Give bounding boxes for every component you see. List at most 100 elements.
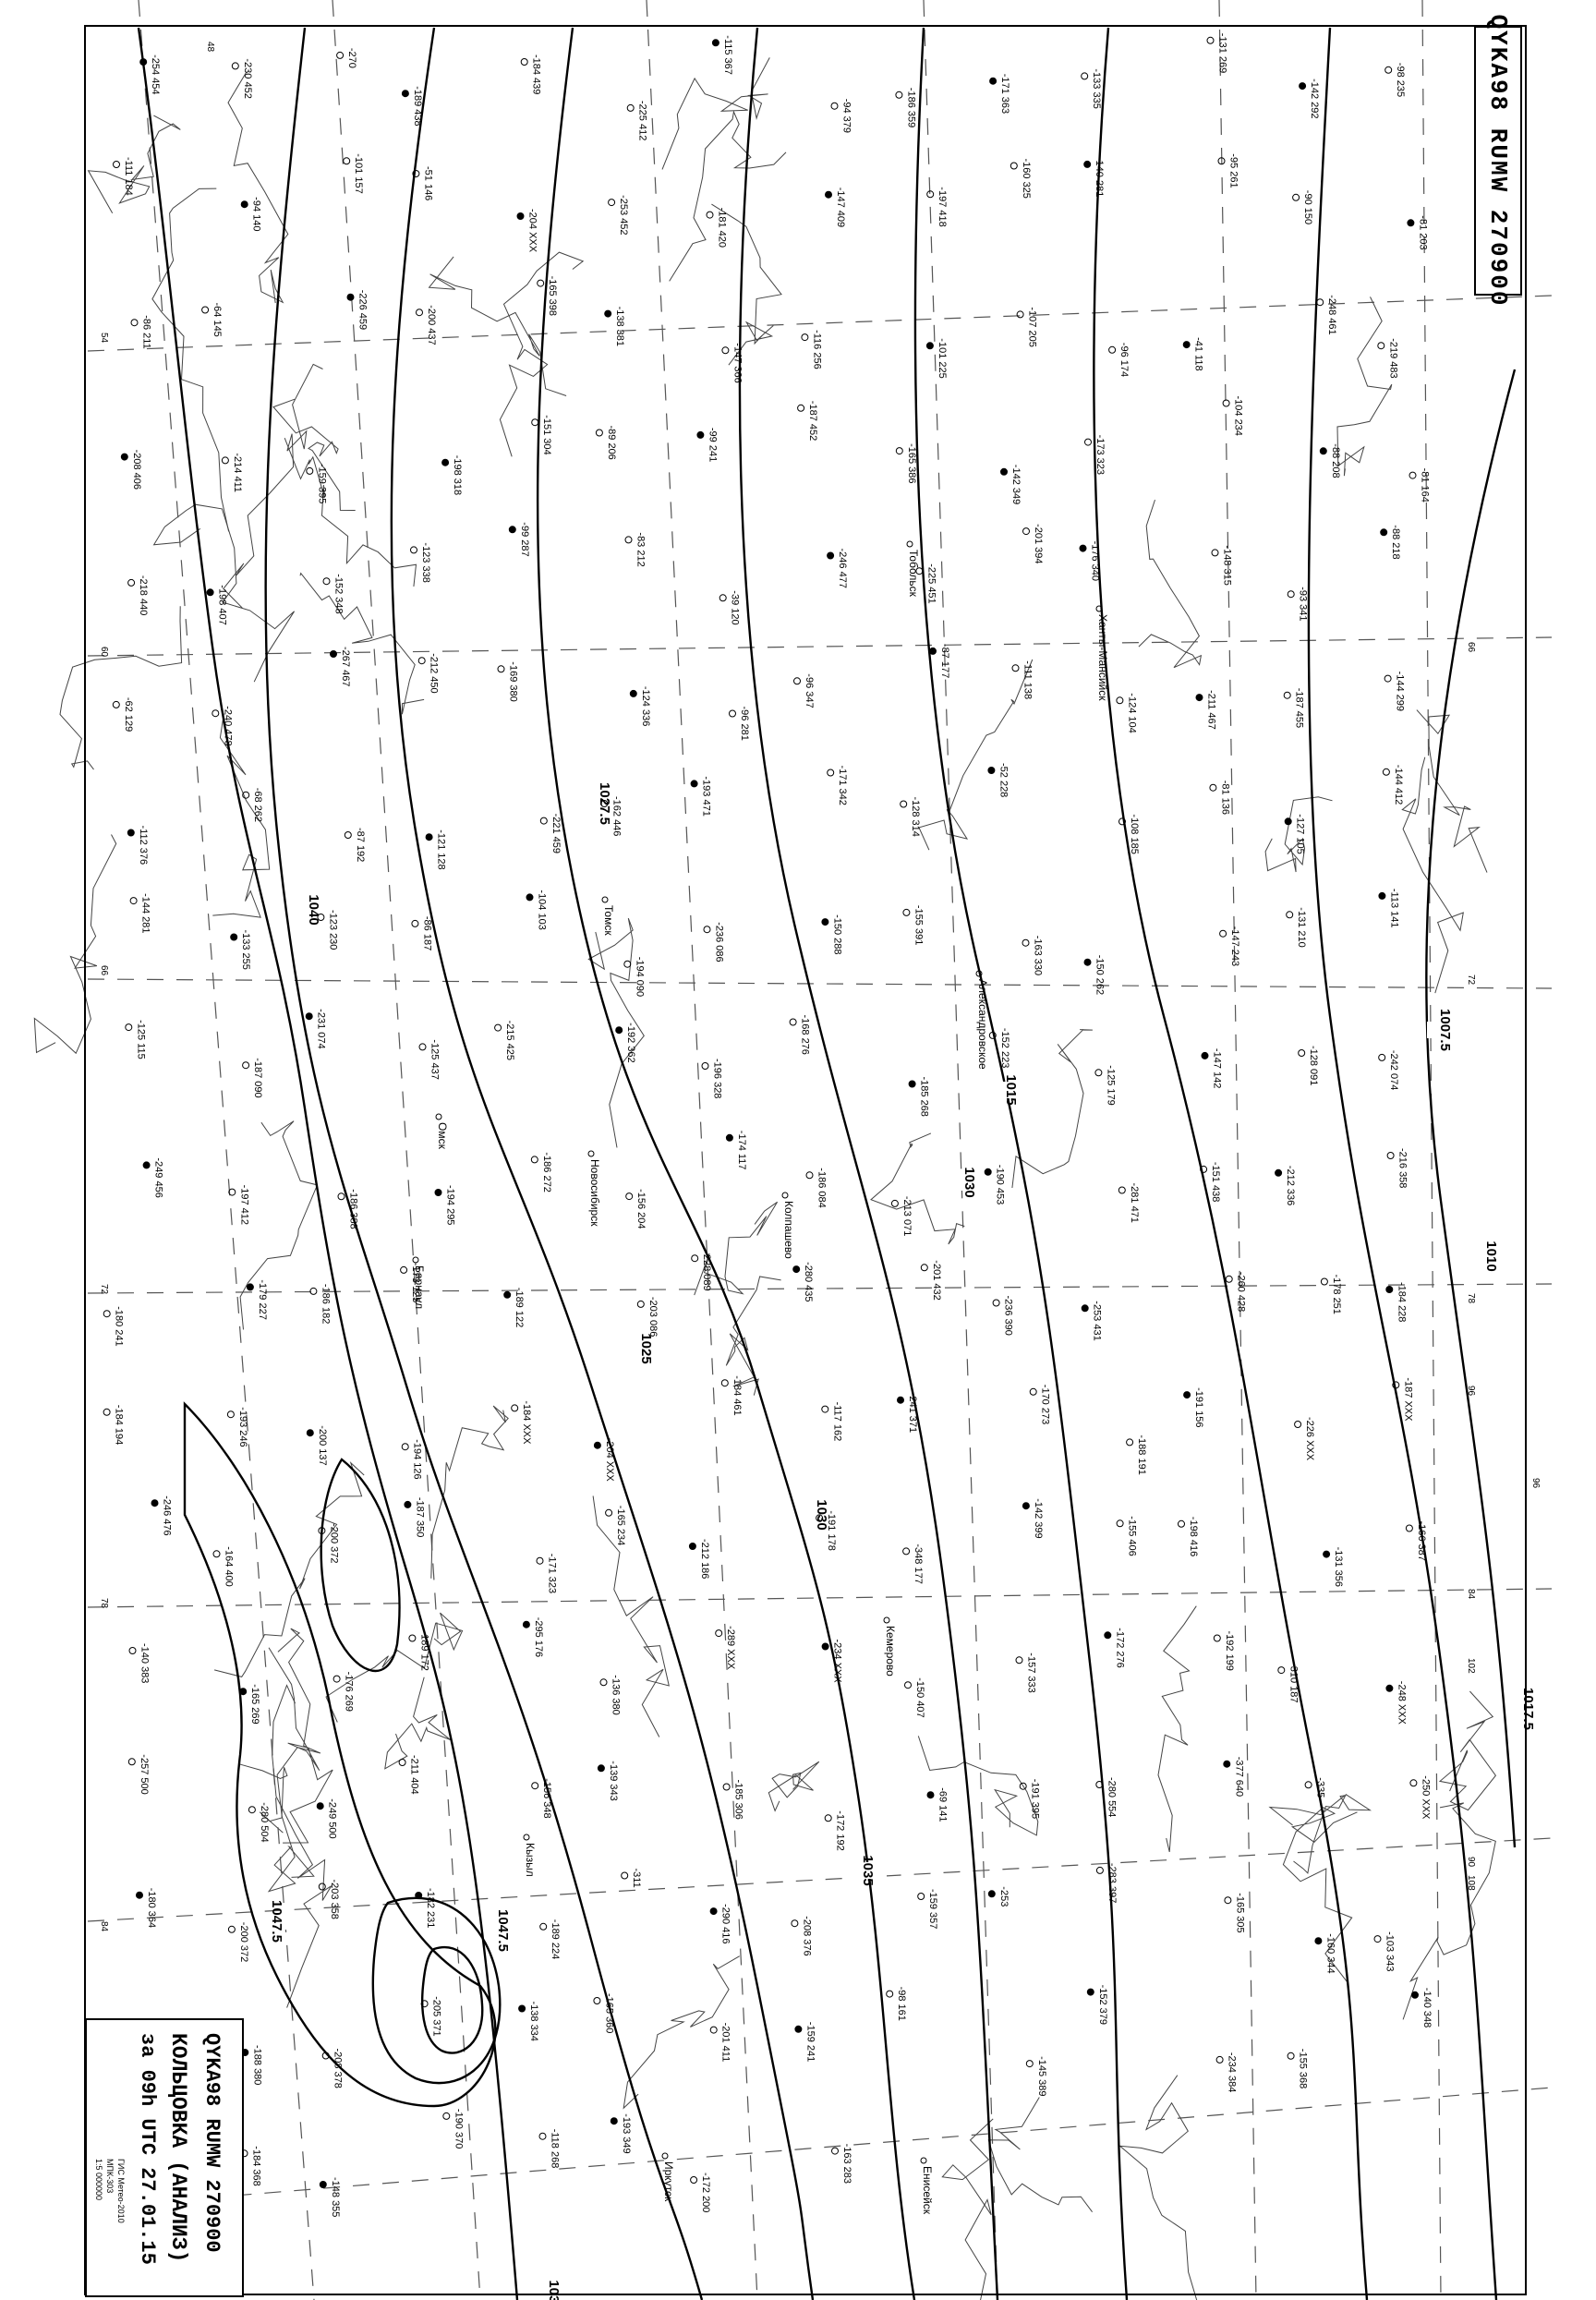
station-value: -81 203 [1417,215,1428,249]
station-value: -171 323 [547,1554,558,1593]
station-value: -246 476 [162,1495,173,1535]
station-plot: -41 118 [1182,337,1204,371]
station-value: -90 150 [1302,190,1313,224]
station-value: -136 380 [611,1675,622,1714]
station-value: -181 420 [717,208,728,248]
station-value: -142 349 [1010,465,1022,504]
station-value: -270 [346,48,357,68]
station-plot: -198 416 [1178,1517,1199,1556]
station-circle [142,1161,151,1169]
station-plot: -212 336 [1275,1166,1296,1205]
station-plot: -144 412 [1382,765,1404,805]
station-circle [1104,1631,1112,1640]
station-plot: -68 262 [242,788,263,822]
isobar-label-bg [1427,1022,1464,1038]
station-plot: -115 367 [711,35,733,75]
station-circle [539,817,548,825]
station-plot: -94 379 [830,99,852,133]
station-plot: -131 269 [1206,33,1228,73]
station-plot: -188 191 [1126,1434,1147,1475]
station-plot: -184 XXX [511,1400,532,1445]
station-plot: -215 425 [494,1021,515,1060]
place-marker [883,1616,890,1624]
station-circle [725,1133,733,1142]
station-circle [332,1675,341,1683]
grid-label: 60 [99,647,109,658]
station-value: -289 XXX [725,1626,736,1670]
station-value: -290 416 [720,1904,732,1943]
station-circle [127,1758,136,1766]
station-plot: -98 235 [1384,63,1406,97]
station-value: -204 XXX [527,209,538,253]
station-value: -165 398 [547,276,558,316]
station-circle [801,333,809,342]
station-value: -174 117 [736,1131,747,1170]
river-line [59,606,183,770]
grid-label-group: 667278849096102108485460667278849096 [99,42,1541,2219]
station-circle [1183,1391,1191,1399]
station-circle [1294,1421,1302,1428]
station-value: -200 437 [426,305,437,345]
station-value: -62 129 [123,697,134,732]
station-plot: -113 141 [1378,889,1399,928]
station-circle [1116,1519,1124,1528]
station-value: -89 206 [606,426,617,460]
station-circle [715,1629,723,1638]
station-circle [344,831,352,839]
station-value: -198 407 [217,585,228,624]
grid-label: 78 [99,1598,109,1609]
station-circle [239,1688,248,1696]
station-plot: -165 360 [593,1993,614,2033]
station-circle [595,429,603,437]
station-plot: -103 343 [1373,1931,1396,1972]
station-value: -172 200 [700,2173,711,2212]
station-value: -156 204 [635,1189,647,1229]
station-plot: -147 142 [1201,1048,1223,1088]
station-plot: -93 341 [1287,587,1309,622]
station-plot: -187 090 [242,1058,263,1098]
station-value: -194 090 [634,957,645,997]
station-circle [599,1678,608,1687]
isobar-label-bg [485,1922,522,1939]
station-plot: -104 103 [526,890,548,930]
station-value: -189 224 [550,1919,561,1959]
station-plot: -147 409 [825,188,846,227]
station-value: -377 640 [1233,1757,1244,1797]
station-plot: -201 394 [1022,524,1044,564]
station-plot: -184 228 [1385,1282,1407,1322]
station-circle [593,1441,601,1449]
station-circle [497,665,505,673]
station-plot: -198 318 [441,455,463,495]
station-circle [240,200,248,209]
isobar-label: 1047.5 [495,1909,511,1952]
station-circle [1011,664,1020,672]
station-value: -186 388 [348,1189,359,1229]
grid-label: 66 [1466,642,1476,653]
station-value: -96 174 [1118,343,1130,377]
station-value: -171 342 [837,766,848,805]
station-value: -176 340 [1090,541,1101,581]
station-value: -188 191 [1136,1434,1147,1474]
isobar-label-bg [804,1507,840,1523]
legend-credit: 1:5 000000 [94,2159,103,2201]
station-value: -201 432 [931,1260,942,1300]
station-value: -194 126 [412,1439,423,1479]
station-value: -168 276 [800,1015,811,1055]
station-plot: -211 404 [398,1755,420,1795]
station-plot: -163 283 [831,2144,852,2184]
place-marker [920,2157,927,2164]
station-value: -131 356 [1333,1547,1344,1587]
station-plot: -246 476 [151,1495,173,1536]
station-circle [130,319,139,327]
station-circle [610,2117,618,2125]
isobar-line [371,1896,502,2085]
grid-label: 102 [1466,1658,1476,1674]
station-plot: -197 418 [926,187,948,227]
station-plot: -280 504 [248,1802,270,1843]
station-plot: -108 185 [1118,814,1140,854]
station-circle [1316,298,1324,307]
station-plot: -111 184 [113,157,134,196]
isobar-label: 1030 [814,1499,829,1530]
station-plot: -140 383 [128,1643,151,1683]
place-marker [523,1834,530,1841]
